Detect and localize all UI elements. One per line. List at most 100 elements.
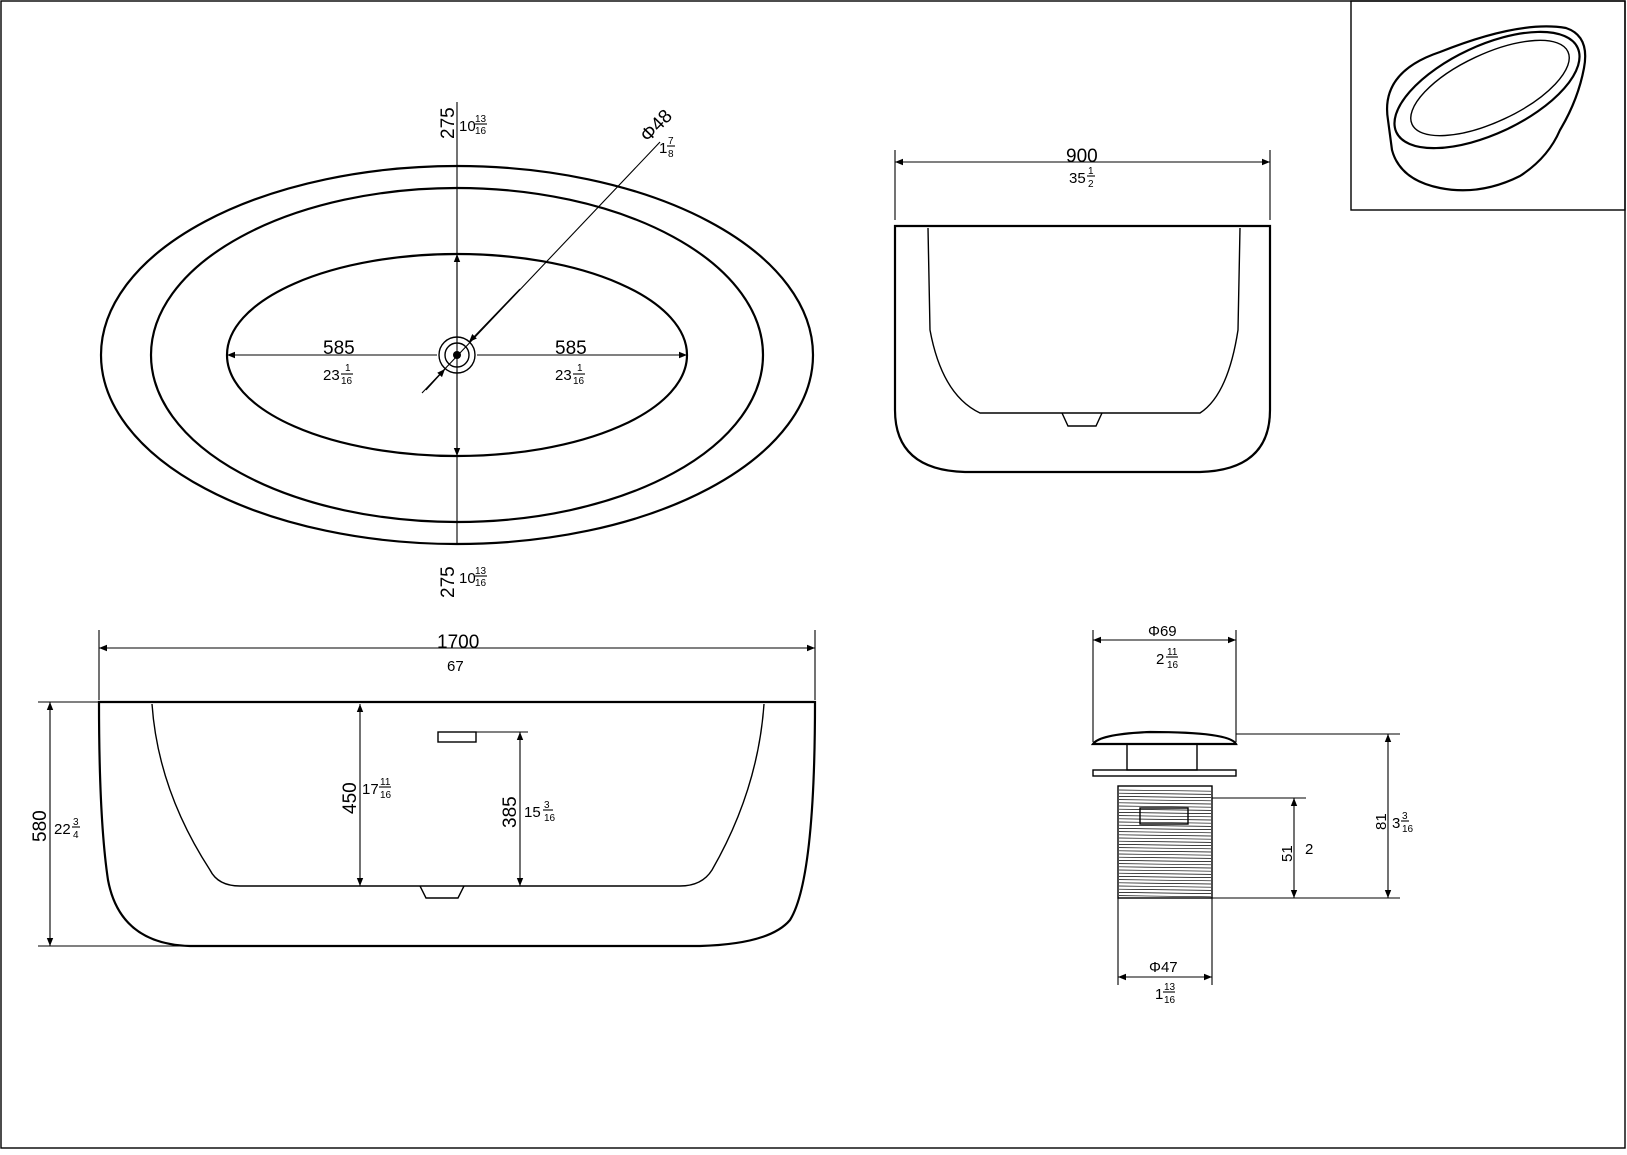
half-width-top-in-den: 16 (475, 126, 487, 137)
drain-threads (1118, 789, 1212, 898)
half-width-top-in-whole: 10 (459, 118, 476, 135)
half-width-bottom-in-den: 16 (475, 578, 487, 589)
thread-line (1118, 847, 1212, 850)
thread-line (1118, 818, 1212, 821)
height-in-den: 4 (73, 830, 79, 841)
right-length-label: 585 (555, 338, 587, 359)
drain-neck (1126, 743, 1198, 771)
front-drain-outlet (419, 885, 465, 899)
thread-line (1118, 885, 1212, 888)
thread-line (1118, 837, 1212, 840)
thread-line (1118, 792, 1212, 795)
top-view: 275 10 13 16 275 10 13 16 Φ48 1 7 8 585 … (99, 102, 815, 598)
thread-line (1118, 860, 1212, 862)
cap-dia-in-den: 16 (1167, 660, 1179, 671)
inner-depth-in-den: 16 (380, 790, 392, 801)
thumbnail-tub-basin (1410, 39, 1570, 137)
thread-line (1118, 866, 1212, 869)
thread-line (1118, 895, 1212, 898)
front-view: 1700 67 580 22 3 4 450 17 11 16 385 15 3… (30, 630, 817, 948)
right-length-in-num: 1 (577, 363, 583, 374)
thread-line (1118, 789, 1212, 792)
length-label: 1700 (437, 632, 479, 653)
drain-window (1139, 807, 1189, 825)
thread-line (1118, 892, 1212, 894)
inner-depth-in-num: 11 (380, 777, 391, 788)
overflow-slot (437, 731, 477, 743)
thread-line (1118, 863, 1212, 866)
drain-dia-in-whole: 1 (659, 140, 667, 157)
half-width-bottom-in-num: 13 (475, 566, 487, 577)
drain-cap (1090, 730, 1238, 746)
body-dia-in-num: 13 (1164, 982, 1176, 993)
half-width-top-in-num: 13 (475, 114, 487, 125)
width-label: 900 (1066, 146, 1098, 167)
cap-dia-in-whole: 2 (1156, 651, 1164, 668)
height-in-num: 3 (73, 817, 79, 828)
length-in-label: 67 (447, 658, 464, 675)
left-length-in-whole: 23 (323, 367, 340, 384)
thread-line (1118, 844, 1212, 846)
body-height-label: 51 (1279, 845, 1296, 862)
left-length-in-den: 16 (341, 376, 353, 387)
height-in-whole: 22 (54, 821, 71, 838)
right-length-in-whole: 23 (555, 367, 572, 384)
front-outer-profile (97, 700, 817, 948)
overflow-height-in-whole: 15 (524, 804, 541, 821)
thread-line (1118, 821, 1212, 824)
thread-line (1118, 840, 1212, 843)
thread-line (1118, 808, 1212, 811)
thread-line (1118, 802, 1212, 805)
drain-dia-in-num: 7 (668, 136, 674, 147)
thumbnail-tub-outer (1386, 25, 1587, 192)
body-height-in: 2 (1305, 841, 1313, 858)
drain-dia-arrow-a (468, 288, 521, 343)
thread-line (1118, 882, 1212, 885)
thread-line (1118, 805, 1212, 808)
thread-line (1118, 876, 1212, 878)
half-width-bottom-in-whole: 10 (459, 570, 476, 587)
drain-outer (438, 336, 476, 374)
side-drain-outlet (1061, 412, 1103, 427)
drain-detail: Φ69 2 11 16 81 3 3 16 51 2 Φ47 1 13 16 (1090, 623, 1414, 1006)
total-height-label: 81 (1373, 813, 1390, 830)
width-in-den: 2 (1088, 179, 1094, 190)
left-length-label: 585 (323, 338, 355, 359)
front-inner-profile (151, 703, 765, 887)
total-height-in-whole: 3 (1392, 815, 1400, 832)
inner-depth-label: 450 (340, 782, 361, 814)
overflow-height-in-num: 3 (544, 800, 550, 811)
side-outer-profile (893, 224, 1272, 474)
left-length-in-num: 1 (345, 363, 351, 374)
drain-inner (444, 342, 470, 368)
side-inner-profile (927, 227, 1241, 414)
drain-dia-in-den: 8 (668, 149, 674, 160)
overflow-height-in-den: 16 (544, 813, 556, 824)
drain-leader (421, 141, 661, 394)
inner-depth-in-whole: 17 (362, 781, 379, 798)
thread-line (1118, 888, 1212, 891)
thread-line (1118, 831, 1212, 834)
right-length-in-den: 16 (573, 376, 585, 387)
cap-dia-label: Φ69 (1148, 623, 1177, 640)
perspective-thumbnail (1350, 0, 1626, 211)
thread-line (1118, 872, 1212, 875)
thread-line (1118, 856, 1212, 859)
thread-line (1118, 812, 1212, 814)
thread-line (1118, 850, 1212, 853)
overflow-height-label: 385 (500, 796, 521, 828)
thread-line (1118, 796, 1212, 798)
thread-line (1118, 799, 1212, 802)
thread-line (1118, 869, 1212, 872)
thread-line (1118, 824, 1212, 827)
thumbnail-frame (1350, 0, 1626, 211)
side-view: 900 35 1 2 (893, 146, 1272, 474)
thread-line (1118, 828, 1212, 830)
height-label: 580 (30, 810, 51, 842)
drain-center (453, 351, 461, 359)
half-width-bottom-label: 275 (438, 566, 459, 598)
total-height-in-num: 3 (1402, 811, 1408, 822)
